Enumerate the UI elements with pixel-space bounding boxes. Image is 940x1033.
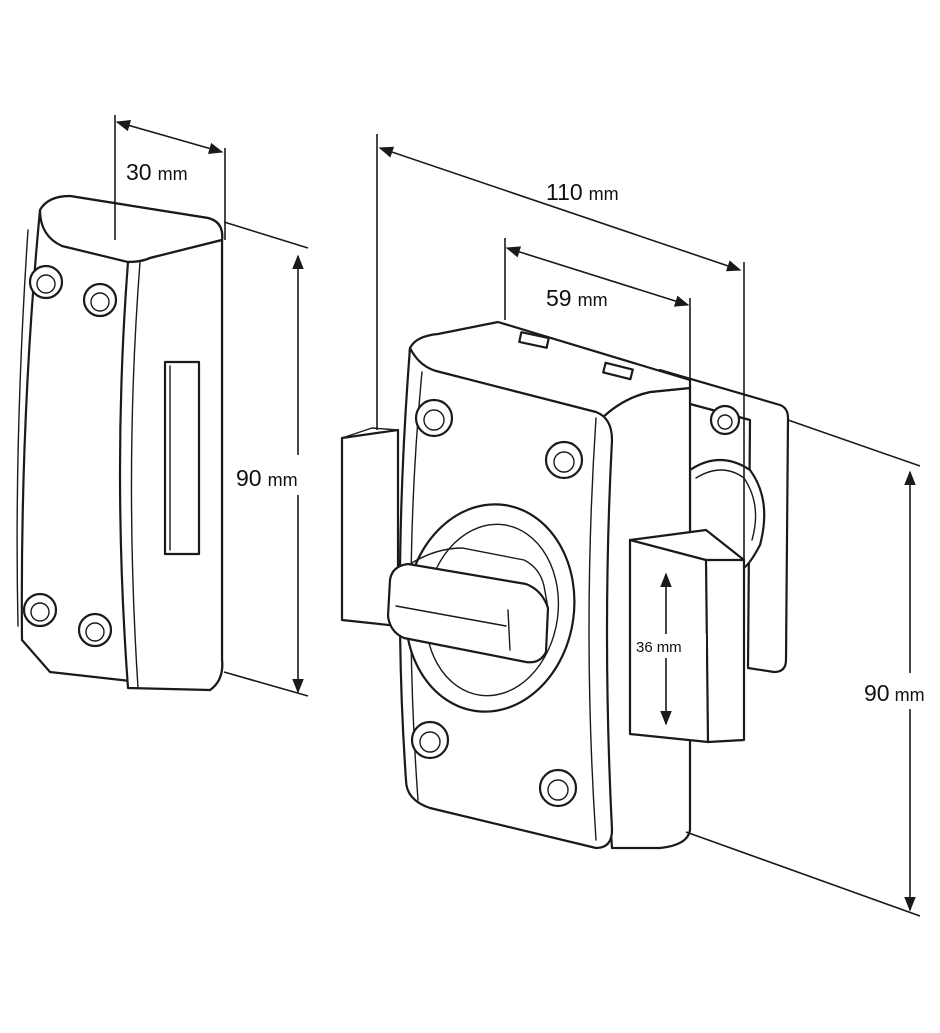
lock-height-unit: mm — [895, 685, 925, 705]
keeper-width-unit: mm — [158, 164, 188, 184]
back-plate-screw-hole — [709, 404, 741, 436]
lock-screw-hole — [538, 768, 578, 808]
lock-body-width-dimension: 59 mm — [504, 238, 691, 380]
lock-body-width-value: 59 — [546, 285, 572, 311]
lock-total-width-unit: mm — [589, 184, 619, 204]
lock-screw-hole — [414, 398, 454, 438]
keeper-strike-plate — [16, 194, 224, 692]
lock-total-width-value: 110 — [546, 179, 583, 205]
lock-body — [340, 320, 790, 850]
bolt-height-value: 36 — [636, 639, 653, 656]
top-slot — [602, 361, 634, 381]
keeper-width-value: 30 — [126, 159, 152, 185]
lock-screw-hole — [410, 720, 450, 760]
keeper-screw-hole — [28, 264, 64, 300]
bolt-height-unit: mm — [657, 639, 682, 656]
keeper-height-unit: mm — [268, 470, 298, 490]
keeper-width-dimension: 30 mm — [114, 115, 226, 240]
top-slot — [518, 331, 550, 349]
keeper-screw-hole — [22, 592, 58, 628]
keeper-screw-hole — [82, 282, 118, 318]
lock-screw-hole — [544, 440, 584, 480]
keeper-screw-hole — [77, 612, 113, 648]
lock-back-plate — [658, 368, 790, 674]
lock-height-value: 90 — [864, 680, 890, 706]
lock-body-width-unit: mm — [578, 290, 608, 310]
keeper-height-value: 90 — [236, 465, 262, 491]
keeper-height-dimension: 90 mm — [223, 221, 326, 697]
thumb-turn-knob[interactable] — [386, 562, 550, 664]
lock-total-width-dimension: 110 mm — [376, 134, 745, 560]
